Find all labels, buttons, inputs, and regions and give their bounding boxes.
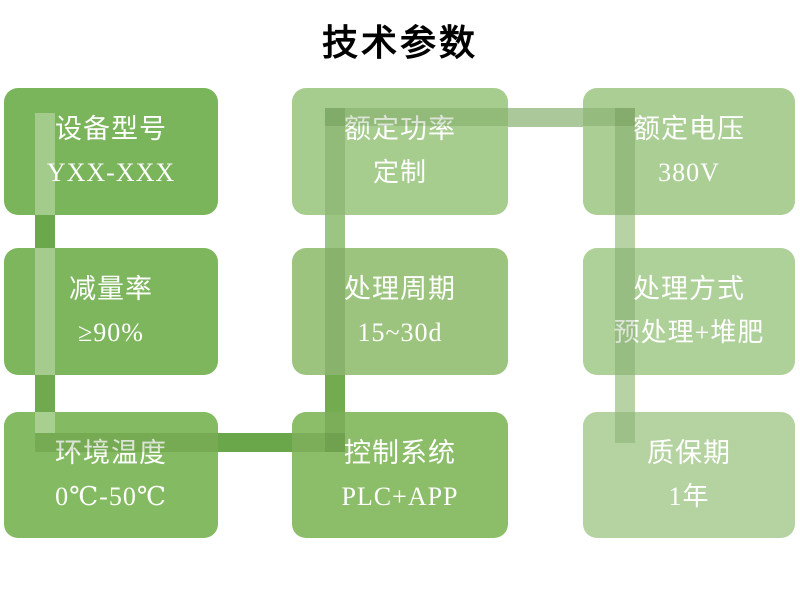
connector-overlay-card8-corner — [325, 433, 345, 452]
slide-title: 技术参数 — [321, 23, 478, 64]
param-card-device-model: 设备型号 YXX-XXX — [4, 88, 218, 215]
connector-segment-1-4 — [35, 200, 55, 260]
connector-overlay-card8-vertical — [325, 412, 345, 433]
param-label: 设备型号 — [55, 114, 167, 145]
connector-segment-3-6 — [615, 200, 635, 260]
connector-overlay-card2-vertical — [325, 126, 345, 215]
connector-segment-2-3 — [500, 108, 590, 127]
connector-segment-6-9 — [615, 365, 635, 425]
connector-overlay-card2-corner — [325, 108, 345, 126]
param-card-rated-voltage: 额定电压 380V — [583, 88, 795, 215]
param-value: 0℃-50℃ — [55, 481, 167, 511]
param-value: 1年 — [668, 481, 710, 511]
param-value: 15~30d — [357, 318, 443, 348]
param-label: 额定电压 — [633, 114, 745, 145]
connector-segment-4-7 — [35, 365, 55, 425]
param-card-warranty-period: 质保期 1年 — [583, 412, 795, 538]
param-value: YXX-XXX — [46, 158, 176, 188]
param-label: 质保期 — [647, 437, 731, 468]
param-label: 减量率 — [69, 274, 153, 305]
connector-overlay-card4 — [35, 248, 55, 375]
param-card-rated-power: 额定功率 定制 — [292, 88, 508, 215]
connector-overlay-card3-horizontal — [583, 108, 635, 126]
param-value: 预处理+堆肥 — [613, 318, 765, 348]
connector-overlay-card7-horizontal — [35, 433, 218, 452]
param-card-treatment-cycle: 处理周期 15~30d — [292, 248, 508, 375]
connector-overlay-card2-horizontal — [325, 108, 508, 126]
param-value: ≥90% — [78, 318, 144, 348]
connector-overlay-card3-vertical — [615, 126, 635, 215]
connector-overlay-card5 — [325, 248, 345, 375]
connector-overlay-card6 — [615, 248, 635, 375]
param-label: 控制系统 — [344, 437, 456, 468]
param-value: 定制 — [372, 158, 427, 188]
param-card-treatment-method: 处理方式 预处理+堆肥 — [583, 248, 795, 375]
param-card-reduction-rate: 减量率 ≥90% — [4, 248, 218, 375]
connector-overlay-card8-horizontal — [292, 433, 345, 452]
param-value: 380V — [658, 158, 720, 188]
connector-overlay-card9 — [615, 412, 635, 443]
connector-segment-8-5 — [325, 365, 345, 425]
param-card-ambient-temperature: 环境温度 0℃-50℃ — [4, 412, 218, 538]
connector-overlay-card3-corner — [615, 108, 635, 126]
connector-overlay-card1 — [35, 113, 55, 215]
param-label: 环境温度 — [55, 437, 167, 468]
param-label: 额定功率 — [344, 114, 456, 145]
connector-segment-5-2 — [325, 200, 345, 260]
connector-segment-7-8 — [210, 433, 300, 452]
param-value: PLC+APP — [341, 481, 459, 511]
param-card-control-system: 控制系统 PLC+APP — [292, 412, 508, 538]
connector-overlay-card7-vertical — [35, 412, 55, 433]
param-label: 处理方式 — [633, 274, 745, 305]
param-label: 处理周期 — [344, 274, 456, 305]
